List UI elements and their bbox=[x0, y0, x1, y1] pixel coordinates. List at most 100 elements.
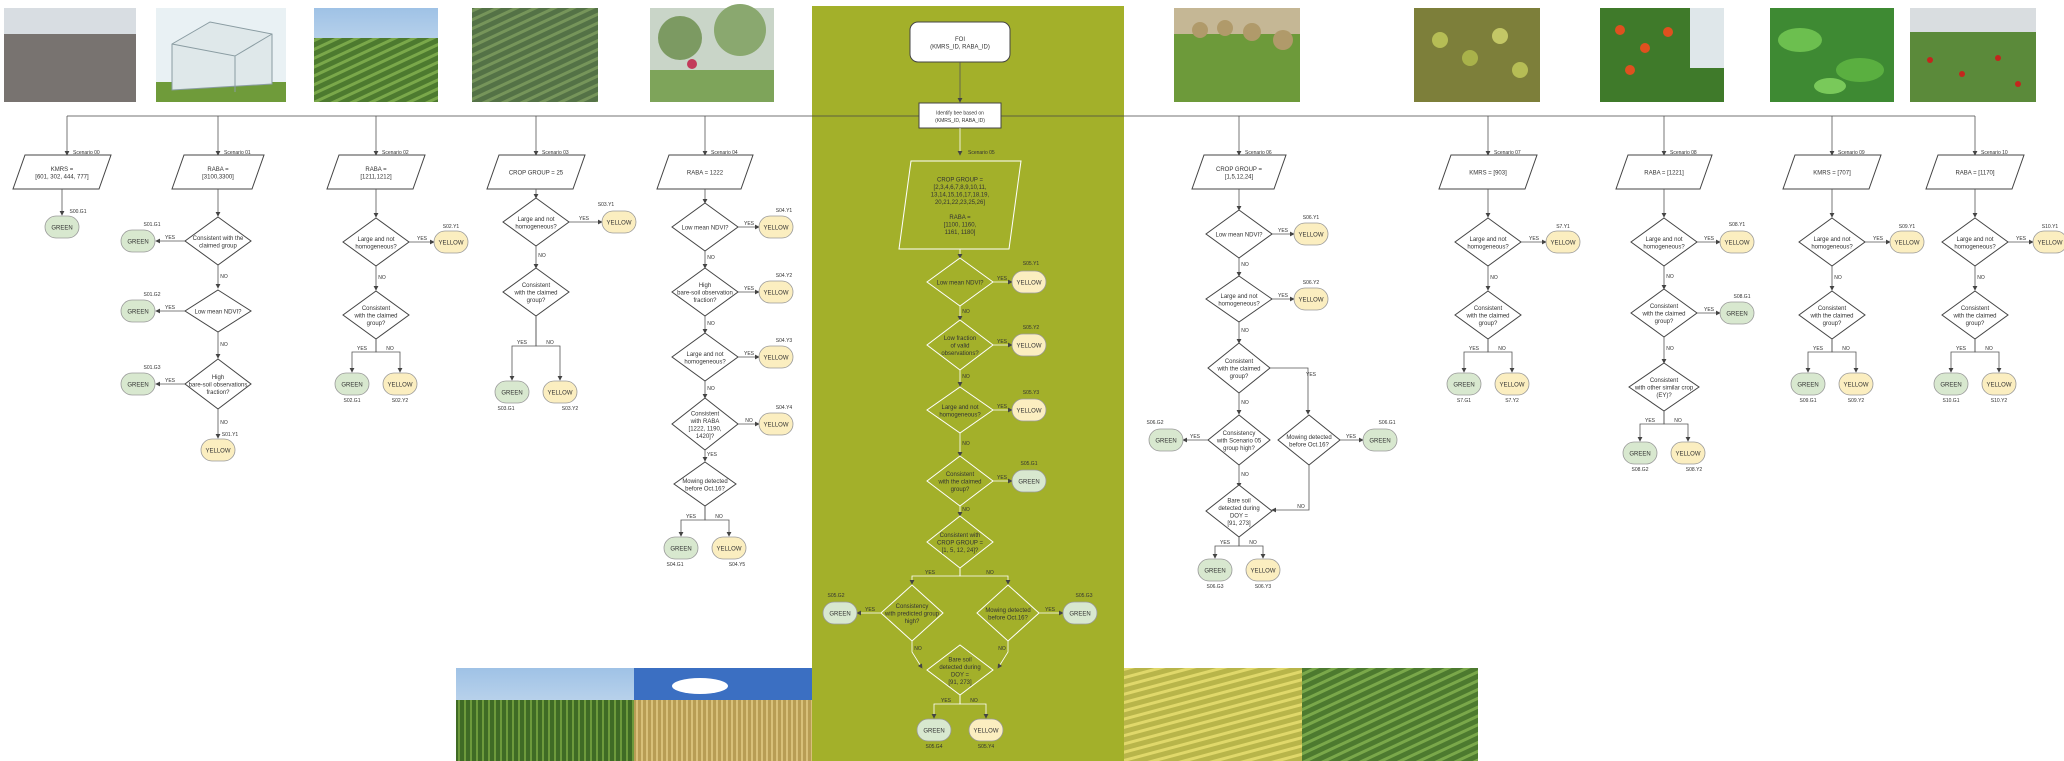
s04-q4-label: [1222, 1190, bbox=[689, 426, 722, 432]
s04-yellow5-label: YELLOW bbox=[716, 547, 741, 553]
edge-label: NO bbox=[745, 418, 753, 424]
edge-label: YES bbox=[1704, 236, 1715, 242]
s04-q5-no bbox=[704, 506, 732, 537]
s05-yellow1-code: S05.Y1 bbox=[1023, 261, 1040, 267]
s06-q5-no bbox=[1271, 465, 1310, 513]
s05-q6-label: Consistency bbox=[896, 604, 929, 610]
s06-q5-label: before Oct.16? bbox=[1289, 442, 1329, 448]
s04-q3-label: Large and not bbox=[686, 352, 723, 358]
s04-yellow2 bbox=[758, 280, 794, 304]
s06-green1 bbox=[1362, 428, 1398, 452]
s10-green-code: S10.G1 bbox=[1943, 398, 1960, 404]
s06-green3-code: S06.G3 bbox=[1207, 584, 1224, 590]
s10-yellow2-label: YELLOW bbox=[1986, 383, 2011, 389]
edge-label: NO bbox=[986, 570, 994, 576]
olive-tree-photo bbox=[1414, 8, 1540, 102]
s05-yellow4-code: S05.Y4 bbox=[978, 744, 995, 750]
s06-green3-label: GREEN bbox=[1204, 569, 1225, 575]
s03-q2-no bbox=[535, 316, 563, 381]
s05-q5-label: [1, 5, 12, 24]? bbox=[942, 548, 979, 554]
s05-condition-label: [2,3,4,6,7,8,9,10,11, bbox=[934, 185, 987, 191]
s03-green-label: GREEN bbox=[501, 391, 522, 397]
edge-label: NO bbox=[220, 274, 228, 280]
s09-q2-yes bbox=[1805, 339, 1833, 373]
s03-green bbox=[494, 380, 530, 404]
s05-q6-no bbox=[911, 641, 923, 669]
s06-q6-label: [91, 273] bbox=[1227, 521, 1251, 527]
edge-label: YES bbox=[1190, 434, 1201, 440]
s08-condition bbox=[1615, 154, 1713, 190]
s05-yellow3-label: YELLOW bbox=[1016, 409, 1041, 415]
edge-label: YES bbox=[997, 404, 1008, 410]
edge-label: NO bbox=[914, 646, 922, 652]
s08-yellow2-code: S08.Y2 bbox=[1686, 467, 1703, 473]
s05-q7-label: before Oct.16? bbox=[988, 615, 1028, 621]
bare-soil-photo bbox=[4, 8, 136, 102]
s06-yellow3 bbox=[1245, 558, 1281, 582]
identify-node bbox=[918, 102, 1002, 129]
s07-q2-label: group? bbox=[1479, 321, 1498, 327]
edge-label: YES bbox=[686, 514, 697, 520]
s09-yellow2 bbox=[1838, 372, 1874, 396]
s06-green2 bbox=[1148, 428, 1184, 452]
edge-label: YES bbox=[1469, 346, 1480, 352]
edge-label: YES bbox=[1278, 293, 1289, 299]
s04-q5-yes bbox=[678, 506, 706, 537]
s05-yellow2-label: YELLOW bbox=[1016, 344, 1041, 350]
s02-q2-label: Consistent bbox=[362, 306, 391, 312]
s05-green2 bbox=[822, 601, 858, 625]
edge-label: NO bbox=[1490, 275, 1498, 281]
s06-yellow1-label: YELLOW bbox=[1298, 233, 1323, 239]
identify-node-label: (KMRS_ID, RABA_ID) bbox=[935, 118, 985, 124]
s09-yellow1-label: YELLOW bbox=[1894, 241, 1919, 247]
s09-scenario-label: Scenario 09 bbox=[1838, 150, 1865, 156]
green-crop-field-photo bbox=[1302, 668, 1478, 761]
s10-q2-no bbox=[1974, 339, 2002, 373]
s06-q4-label: Consistency bbox=[1223, 431, 1256, 437]
edge-label: NO bbox=[220, 342, 228, 348]
s06-condition bbox=[1191, 154, 1287, 190]
edge-label: YES bbox=[997, 276, 1008, 282]
s10-q1-label: Large and not bbox=[1956, 237, 1993, 243]
s05-condition-label: 1161, 1180] bbox=[945, 230, 976, 236]
s03-q2-label: group? bbox=[527, 298, 546, 304]
s10-q2-label: with the claimed bbox=[1952, 314, 1996, 320]
s06-q3-label: with the claimed bbox=[1216, 367, 1260, 373]
s03-yellow2 bbox=[542, 380, 578, 404]
s04-q5-label: before Oct.16? bbox=[685, 486, 725, 492]
s09-yellow2-code: S09.Y2 bbox=[1848, 398, 1865, 404]
edge-label: YES bbox=[1045, 607, 1056, 613]
vegetable-rows-photo bbox=[472, 8, 598, 102]
s06-scenario-label: Scenario 06 bbox=[1245, 150, 1272, 156]
s01-yellow-code: S01.Y1 bbox=[222, 432, 239, 438]
s05-q8-label: Bare soil bbox=[948, 657, 971, 663]
s08-condition-label: RABA = [1221] bbox=[1644, 171, 1684, 177]
s02-q2-yes bbox=[349, 339, 377, 373]
s01-green3-label: GREEN bbox=[127, 383, 148, 389]
edge-label: YES bbox=[925, 570, 936, 576]
s07-q2-label: with the claimed bbox=[1465, 314, 1509, 320]
s05-green1-code: S05.G1 bbox=[1021, 461, 1038, 467]
s00-condition-label: KMRS = bbox=[51, 167, 74, 173]
s10-green-label: GREEN bbox=[1940, 383, 1961, 389]
s09-yellow1 bbox=[1889, 230, 1925, 254]
edge-label: YES bbox=[1220, 540, 1231, 546]
edge-label: NO bbox=[538, 253, 546, 259]
s10-q2-yes bbox=[1948, 339, 1976, 373]
s05-q8-no bbox=[959, 695, 989, 719]
edge-label: YES bbox=[1306, 372, 1317, 378]
s05-q1-label: Low mean NDVI? bbox=[936, 281, 984, 287]
s08-q3-no bbox=[1663, 411, 1691, 442]
s09-green-label: GREEN bbox=[1797, 383, 1818, 389]
s00-scenario-label: Scenario 00 bbox=[73, 150, 100, 156]
s03-q1-label: homogeneous? bbox=[515, 224, 557, 230]
edge-label: NO bbox=[546, 340, 554, 346]
s00-condition bbox=[12, 154, 112, 190]
s07-yellow1-label: YELLOW bbox=[1550, 241, 1575, 247]
edge-label: NO bbox=[962, 309, 970, 315]
s01-green3 bbox=[120, 372, 156, 396]
s08-yellow2 bbox=[1670, 441, 1706, 465]
s07-green-label: GREEN bbox=[1453, 383, 1474, 389]
s04-q3-label: homogeneous? bbox=[684, 359, 726, 365]
s05-green2-code: S05.G2 bbox=[828, 593, 845, 599]
